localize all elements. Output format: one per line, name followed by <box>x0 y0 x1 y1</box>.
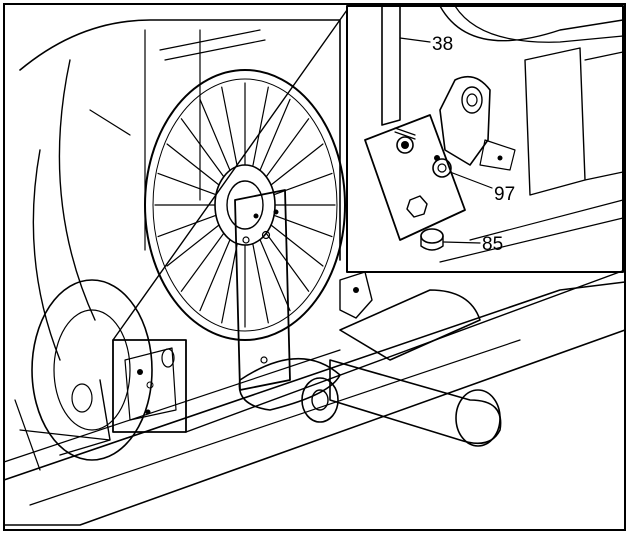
flywheel-spoke <box>157 172 217 196</box>
callout-97: 97 <box>494 184 515 205</box>
flywheel-spoke <box>199 239 231 312</box>
front-bracket <box>339 271 373 319</box>
flywheel-spoke <box>180 118 225 178</box>
rear-disc <box>31 279 153 461</box>
flywheel-spoke <box>265 118 310 178</box>
main-view <box>3 19 626 526</box>
flywheel-spoke <box>270 224 324 267</box>
flywheel-spoke <box>273 214 333 238</box>
hex-nut-plate <box>406 195 428 218</box>
pedal-tube <box>329 289 502 447</box>
bracket-arm <box>439 75 491 166</box>
flywheel-spoke <box>270 143 324 186</box>
flywheel <box>144 69 346 341</box>
detail-inset: 38 97 85 <box>346 5 624 273</box>
frame-housing <box>19 19 341 261</box>
flywheel-spoke <box>199 98 231 171</box>
bolt-upper <box>394 127 416 154</box>
flywheel-spoke <box>259 98 291 171</box>
strap-38 <box>381 5 401 126</box>
zoom-leader-lines <box>112 9 626 433</box>
diagram-frame <box>3 3 626 531</box>
callout-85: 85 <box>482 234 503 255</box>
leader-85 <box>443 241 481 244</box>
flywheel-spoke <box>157 214 217 238</box>
leader-38 <box>399 37 431 43</box>
flywheel-spoke <box>180 232 225 292</box>
flywheel-spoke <box>221 243 238 324</box>
flywheel-spoke <box>259 239 291 312</box>
mounting-plate <box>364 114 466 241</box>
flywheel-spoke <box>252 243 269 324</box>
flywheel-spoke <box>166 224 220 267</box>
upright-plate <box>234 189 291 391</box>
crank-arm <box>238 357 341 423</box>
zoom-source-box <box>112 339 187 433</box>
flywheel-spoke <box>166 143 220 186</box>
flywheel-spoke <box>252 86 269 167</box>
bolt-97 <box>432 155 452 178</box>
nut-85 <box>420 228 444 251</box>
flywheel-spoke <box>221 86 238 167</box>
base-rail <box>3 281 626 526</box>
leader-97 <box>449 171 493 189</box>
callout-38: 38 <box>432 34 453 55</box>
